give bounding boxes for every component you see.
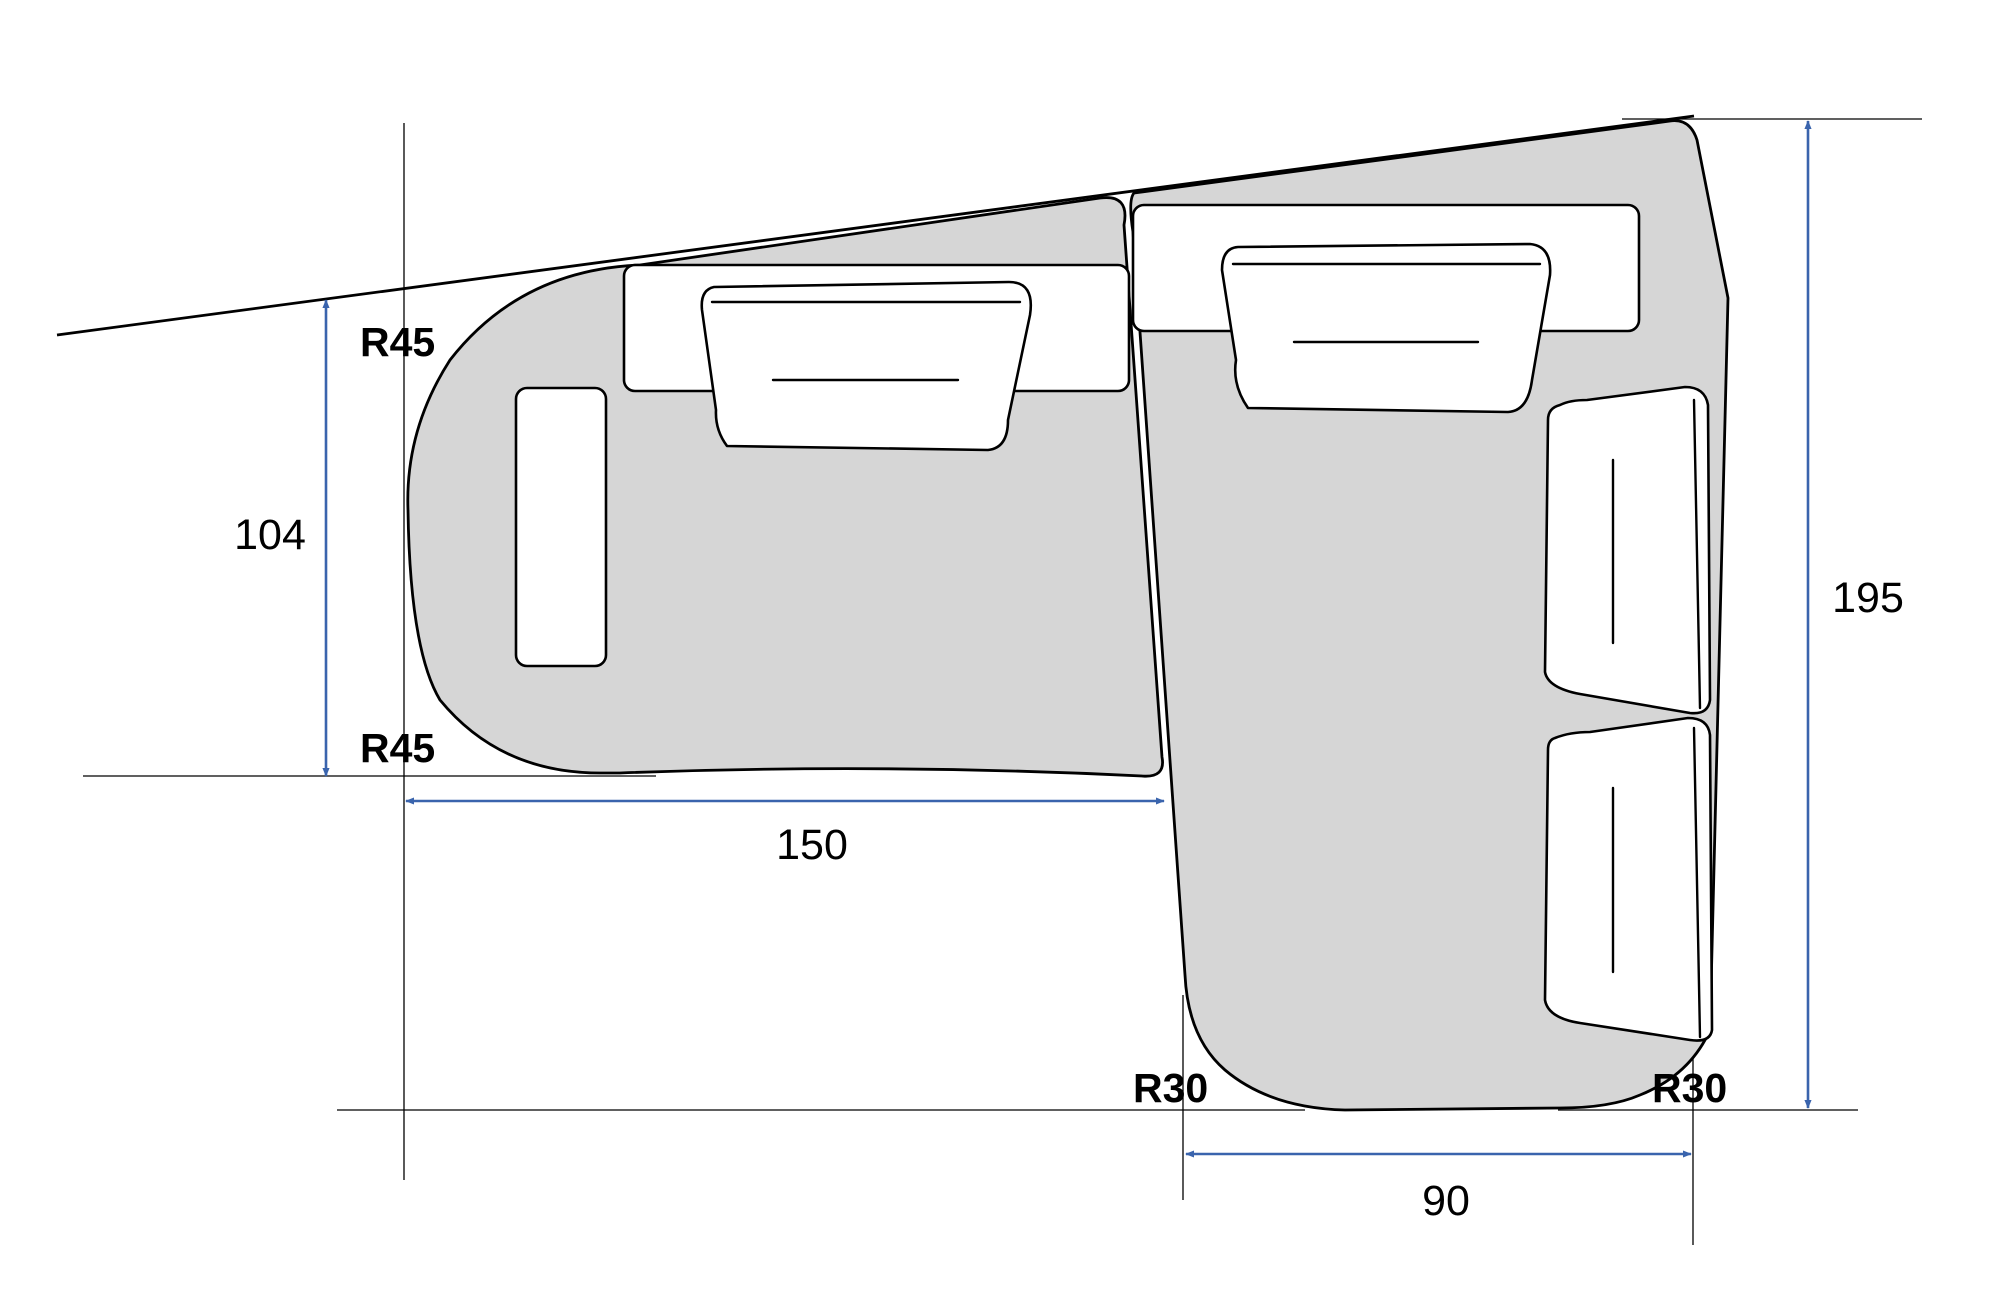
dimension-arrows	[322, 120, 1812, 1158]
depth-right-label: 195	[1832, 574, 1904, 622]
right-side-pillow-lower	[1543, 716, 1714, 1042]
width-right-label: 90	[1422, 1177, 1470, 1225]
left-armrest	[514, 386, 608, 668]
radius-labels: R45 R45 R30 R30	[360, 319, 1727, 1111]
right-sofa-section	[1129, 119, 1730, 1112]
right-back-pillow	[1220, 242, 1552, 414]
right-side-pillow-upper-seam	[1692, 398, 1702, 710]
right-side-pillow-upper	[1543, 385, 1712, 715]
left-sofa-section	[406, 196, 1164, 778]
dimension-labels: 104 150 195 90	[234, 511, 1904, 1225]
diagonal-back-line	[56, 114, 1695, 337]
depth-left-label: 104	[234, 511, 306, 559]
radius-left-top-label: R45	[360, 319, 435, 365]
radius-right-bottom-left-label: R30	[1133, 1065, 1208, 1111]
radius-right-bottom-right-label: R30	[1652, 1065, 1727, 1111]
left-back-pillow	[700, 280, 1033, 452]
right-side-pillow-lower-seam	[1692, 726, 1702, 1039]
radius-left-bottom-label: R45	[360, 725, 435, 771]
length-left-label: 150	[776, 821, 848, 869]
